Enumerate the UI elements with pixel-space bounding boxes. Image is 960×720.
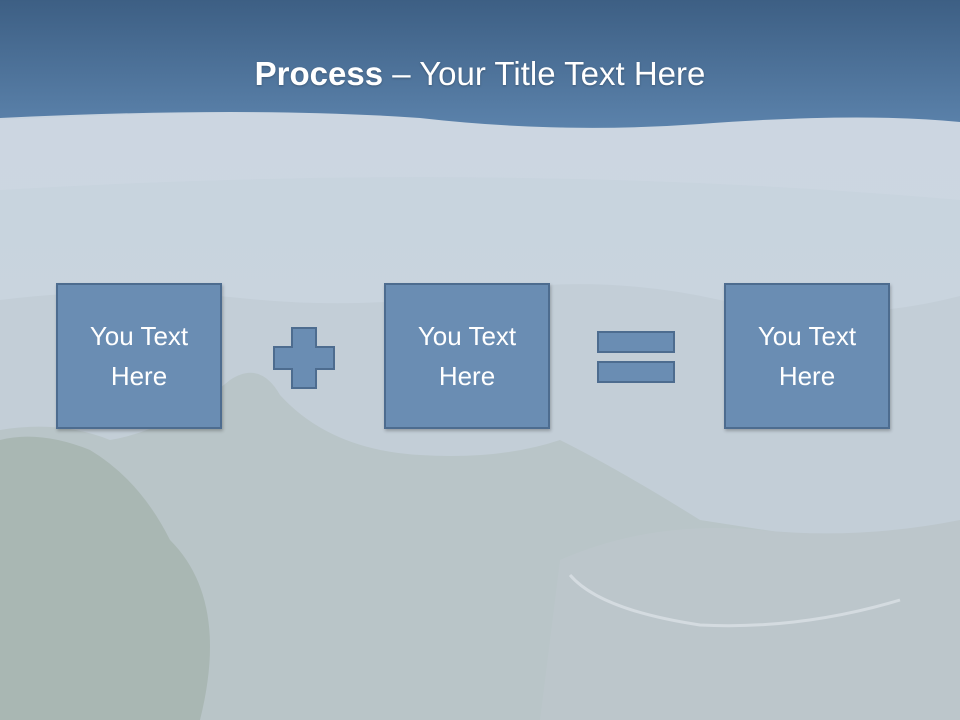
equals-icon	[597, 331, 675, 383]
title-bold-word: Process	[254, 55, 384, 92]
plus-icon	[273, 327, 335, 389]
process-box-2-label: You Text Here	[417, 321, 517, 391]
slide-title: Process – Your Title Text Here	[0, 52, 960, 96]
header-band	[0, 0, 960, 128]
title-rest: – Your Title Text Here	[383, 55, 706, 92]
process-box-1-label: You Text Here	[89, 321, 189, 391]
process-box-2: You Text Here	[384, 283, 550, 429]
process-box-3: You Text Here	[724, 283, 890, 429]
process-box-3-label: You Text Here	[757, 321, 857, 391]
process-box-1: You Text Here	[56, 283, 222, 429]
